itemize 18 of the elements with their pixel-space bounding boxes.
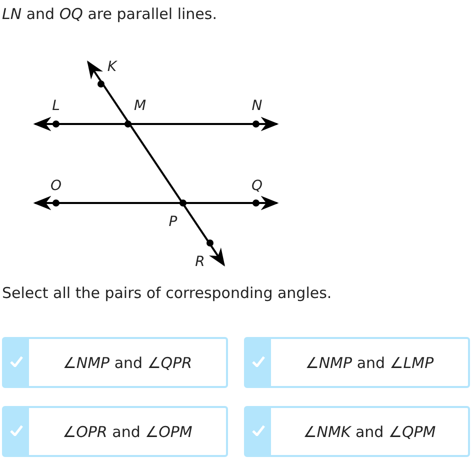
point-label: L xyxy=(52,98,60,114)
point-label: K xyxy=(107,59,117,75)
option-text: ∠NMP and ∠LMP xyxy=(305,354,434,372)
answer-option-card xyxy=(244,406,470,457)
option-text: ∠NMP and ∠QPR xyxy=(62,354,192,372)
option-text: ∠NMK and ∠QPM xyxy=(303,422,436,440)
option-text: ∠OPR and ∠OPM xyxy=(62,422,192,440)
answer-option-card xyxy=(2,406,228,457)
point-label: M xyxy=(134,98,146,114)
point-label: N xyxy=(252,98,262,114)
answer-option-card xyxy=(244,337,470,388)
question-text: Select all the pairs of corresponding angles. xyxy=(2,284,332,302)
statement-text: LN and OQ are parallel lines. xyxy=(2,5,217,23)
point-label: P xyxy=(168,214,178,230)
answer-option-card xyxy=(2,337,228,388)
point-label: O xyxy=(50,178,62,194)
point-label: Q xyxy=(251,178,263,194)
point-label: R xyxy=(195,254,205,270)
